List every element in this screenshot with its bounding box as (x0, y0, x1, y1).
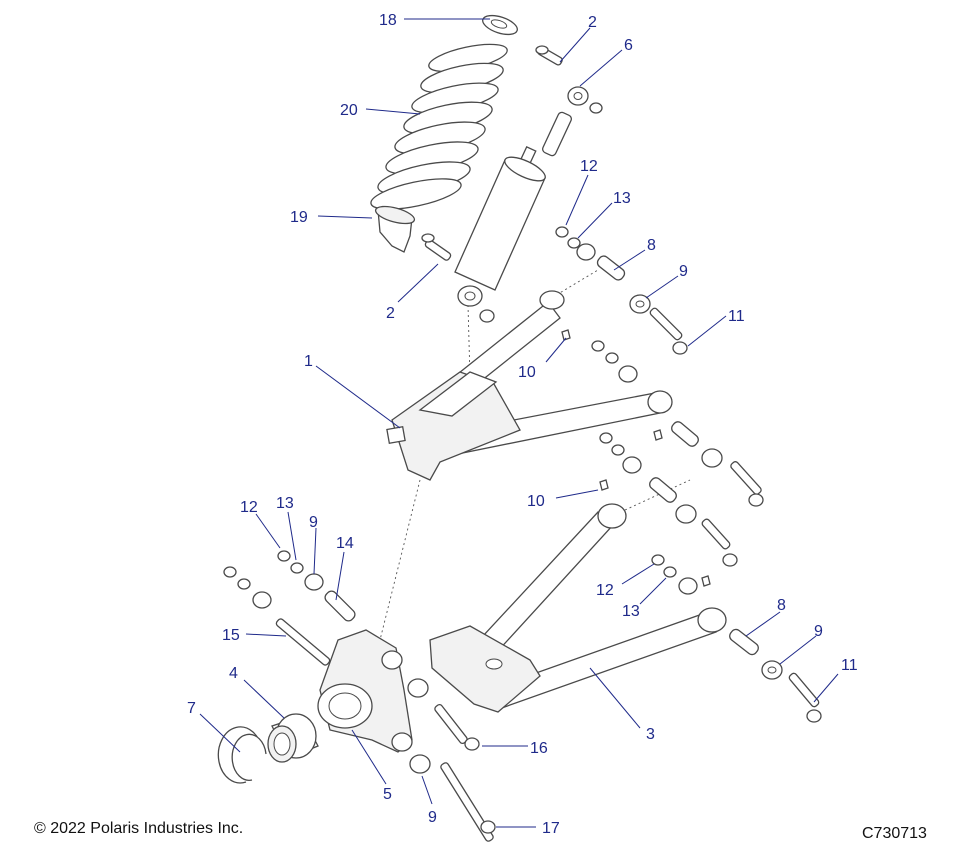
callout-8-lower: 8 (777, 597, 786, 614)
callout-2-lower: 2 (386, 305, 395, 322)
callout-4: 4 (229, 665, 238, 682)
spring-retainer-part (482, 14, 518, 36)
spring-seat-part (374, 205, 416, 253)
callout-6: 6 (624, 37, 633, 54)
callout-15: 15 (222, 627, 240, 644)
copyright-text: © 2022 Polaris Industries Inc. (34, 820, 243, 837)
callout-13-lower: 13 (622, 603, 640, 620)
callout-20: 20 (340, 102, 358, 119)
callout-12: 12 (580, 158, 598, 175)
callout-11-lower: 11 (841, 657, 858, 674)
coil-spring-part (370, 43, 508, 210)
callout-5: 5 (383, 786, 392, 803)
callout-11: 11 (728, 308, 745, 325)
callout-10-lower: 10 (527, 493, 545, 510)
callout-8: 8 (647, 237, 656, 254)
knuckle-part (317, 629, 413, 753)
callout-12-lower: 12 (596, 582, 614, 599)
callout-7: 7 (187, 700, 196, 717)
callout-9-lower: 9 (814, 623, 823, 640)
mid-pivot-hardware (591, 340, 764, 567)
callout-19: 19 (290, 209, 308, 226)
callout-12-knuckle: 12 (240, 499, 258, 516)
lower-a-arm-part (429, 503, 727, 713)
callout-9-bottom: 9 (428, 809, 437, 826)
upper-a-arm-part (386, 290, 673, 481)
snap-ring-part (217, 726, 267, 784)
callout-13: 13 (613, 190, 631, 207)
callout-14: 14 (336, 535, 354, 552)
callout-18: 18 (379, 12, 397, 29)
callout-3: 3 (646, 726, 655, 743)
knuckle-bolts (407, 678, 496, 842)
callout-9: 9 (679, 263, 688, 280)
grease-fittings-part (561, 329, 711, 587)
wheel-bearing-part (267, 713, 319, 763)
leader-lines (199, 18, 839, 828)
callout-10: 10 (518, 364, 536, 381)
lower-pivot-hardware (651, 554, 822, 723)
callout-17: 17 (542, 820, 560, 837)
drawing-number: C730713 (862, 825, 927, 842)
callout-2: 2 (588, 14, 597, 31)
callout-1: 1 (304, 353, 313, 370)
knuckle-hardware (223, 550, 356, 666)
upper-pivot-hardware (555, 226, 688, 355)
shock-absorber-part (421, 45, 603, 323)
callout-16: 16 (530, 740, 548, 757)
callout-9-knuckle: 9 (309, 514, 318, 531)
callout-13-knuckle: 13 (276, 495, 294, 512)
callouts: 18 2 6 20 12 13 19 8 9 2 11 10 1 10 12 1… (187, 12, 858, 837)
